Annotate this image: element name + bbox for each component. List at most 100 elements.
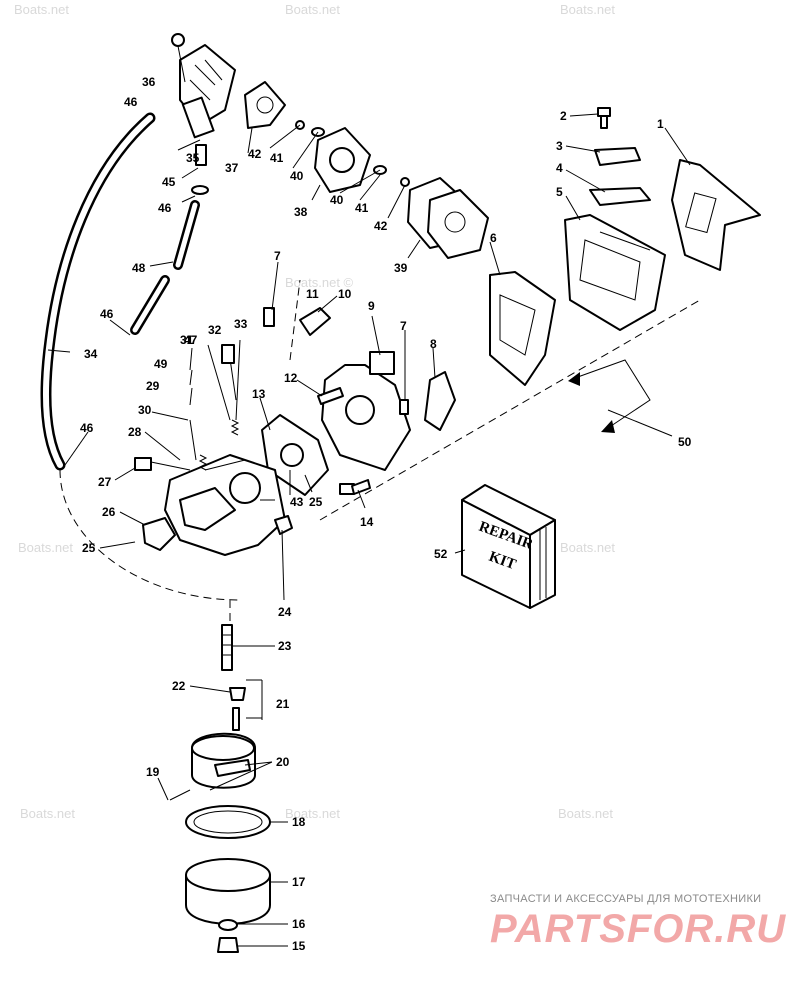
throttle-link-10 <box>299 307 331 336</box>
screw-27 <box>134 457 191 471</box>
screw-7 <box>263 307 409 415</box>
callout-label: 46 <box>80 421 94 435</box>
callout-group: 1 2 3 4 5 6 7 7 8 9 10 11 12 13 14 15 16… <box>80 75 692 953</box>
gasket-6 <box>489 271 556 386</box>
callout-label: 41 <box>270 151 284 165</box>
callout-label: 38 <box>294 205 308 219</box>
callout-label: 40 <box>290 169 304 183</box>
brand-watermark: ЗАПЧАСТИ И АКСЕССУАРЫ ДЛЯ МОТОТЕХНИКИ PA… <box>490 893 786 951</box>
link-rod-arrow-1 <box>568 372 580 386</box>
short-hose-inner <box>175 202 198 268</box>
callout-label: 21 <box>276 697 290 711</box>
callout-label: 9 <box>368 299 375 313</box>
pump-diaphragm <box>314 127 371 193</box>
nut-24 <box>274 515 293 535</box>
pin-19 <box>169 789 191 801</box>
callout-label: 19 <box>146 765 160 779</box>
leader-lines <box>47 45 691 947</box>
washer-16 <box>218 919 238 931</box>
watermark: Boats.net <box>20 806 75 821</box>
valve-seat-22 <box>229 687 246 701</box>
needle-21 <box>232 707 240 731</box>
jet-23 <box>221 624 233 671</box>
watermark: Boats.net <box>285 2 340 17</box>
callout-label: 32 <box>208 323 222 337</box>
float-20 <box>191 732 256 789</box>
callout-label: 43 <box>290 495 304 509</box>
gasket-18 <box>185 805 271 839</box>
callout-label: 17 <box>292 875 306 889</box>
callout-label: 15 <box>292 939 306 953</box>
link-rod <box>574 359 651 429</box>
callout-label: 33 <box>234 317 248 331</box>
callout-label: 42 <box>248 147 262 161</box>
callout-label: 12 <box>284 371 298 385</box>
callout-label: 6 <box>490 231 497 245</box>
link-rod-arrow-2 <box>601 420 615 433</box>
repair-kit-box: REPAIR KIT <box>461 484 556 609</box>
watermark: Boats.net <box>18 540 73 555</box>
watermark: Boats.net <box>560 2 615 17</box>
screw-12 <box>317 387 344 405</box>
spring-30 <box>189 419 208 471</box>
reed-gasket-1 <box>671 159 761 271</box>
callout-label: 31 <box>180 333 194 347</box>
callout-label: 39 <box>394 261 408 275</box>
callout-label: 26 <box>102 505 116 519</box>
callout-label: 10 <box>338 287 352 301</box>
short-hose-2-inner <box>132 277 168 333</box>
callout-label: 50 <box>678 435 692 449</box>
reed-block-5 <box>564 214 666 331</box>
watermark-group: Boats.net Boats.net Boats.net Boats.net … <box>14 2 615 821</box>
callout-label: 18 <box>292 815 306 829</box>
callout-label: 24 <box>278 605 292 619</box>
float-bowl-17 <box>185 858 271 925</box>
callout-label: 52 <box>434 547 448 561</box>
callout-label: 7 <box>274 249 281 263</box>
callout-label: 25 <box>82 541 96 555</box>
fuel-hose <box>40 112 156 471</box>
carburetor-body <box>164 454 286 556</box>
reed-stop-3 <box>594 147 641 166</box>
cover-26 <box>142 517 176 551</box>
callout-label: 2 <box>560 109 567 123</box>
callout-label: 5 <box>556 185 563 199</box>
callout-label: 7 <box>400 319 407 333</box>
spring-33 <box>221 344 240 436</box>
callout-label: 28 <box>128 425 142 439</box>
callout-label: 8 <box>430 337 437 351</box>
callout-label: 14 <box>360 515 374 529</box>
watermark: Boats.net <box>14 2 69 17</box>
hose-fitting <box>191 144 209 195</box>
callout-label: 27 <box>98 475 112 489</box>
brand-logo: PARTSFOR.RU <box>490 907 786 951</box>
callout-label: 40 <box>330 193 344 207</box>
callout-label: 46 <box>100 307 114 321</box>
callout-label: 45 <box>162 175 176 189</box>
callout-label: 37 <box>225 161 239 175</box>
callout-label: 1 <box>657 117 664 131</box>
callout-label: 3 <box>556 139 563 153</box>
callout-label: 20 <box>276 755 290 769</box>
callout-label: 16 <box>292 917 306 931</box>
callout-label: 25 <box>309 495 323 509</box>
callout-label: 47 <box>184 333 198 347</box>
callout-label: 48 <box>132 261 146 275</box>
callout-label: 36 <box>142 75 156 89</box>
watermark: Boats.net <box>285 806 340 821</box>
callout-label: 11 <box>306 287 319 301</box>
callout-label: 30 <box>138 403 152 417</box>
callout-label: 49 <box>154 357 168 371</box>
callout-label: 46 <box>158 201 172 215</box>
callout-label: 34 <box>84 347 98 361</box>
callout-label: 29 <box>146 379 160 393</box>
fuel-hose-inner <box>42 115 153 468</box>
throttle-body-adapter <box>321 351 411 471</box>
callout-label: 13 <box>252 387 266 401</box>
pump-gasket <box>244 81 286 129</box>
screw-15 <box>217 937 239 953</box>
pump-gasket-set <box>407 177 489 259</box>
callout-label: 42 <box>374 219 388 233</box>
